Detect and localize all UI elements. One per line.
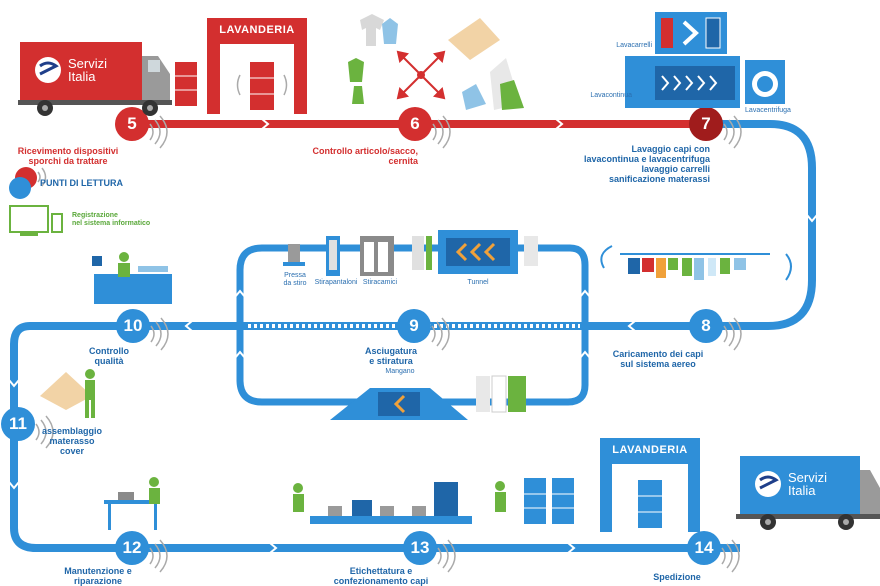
repair-table-icon [104,477,160,530]
step-label-10: Controllo qualità [89,346,129,366]
blue-truck-icon [736,456,880,530]
step-label-11: assemblaggio materasso cover [41,426,103,456]
step-number-10: 10 [123,316,143,335]
mattress-assembly-icon [40,369,95,418]
step-circle-14 [687,531,721,565]
laundry-building-bottom [600,438,700,532]
packaging-line-icon [293,481,506,524]
step-circle-11 [1,407,35,441]
step-circle-10 [116,309,150,343]
step-label-7: Lavaggio capi con lavacontinua e lavacen… [583,144,710,184]
step-circle-8 [689,309,723,343]
mangano-machine-icon [330,375,526,420]
legend-registration-label: Registrazione nel sistema informatico [72,212,151,227]
route-arrows-red [261,118,564,130]
step-circle-7 [689,107,723,141]
step-number-6: 6 [410,114,420,133]
sorting-clothes-icon [348,14,524,110]
laundry-building-top-title: LAVANDERIA [219,24,295,36]
step-label-14: Spedizione [653,572,701,582]
step-circle-5 [115,107,149,141]
step-number-14: 14 [694,538,714,557]
step-label-9: Asciugatura e stiratura [364,346,417,366]
blue-route [10,120,816,552]
rfid-signal-icons [35,115,742,573]
reading-point-legend-icon [9,167,47,199]
step-number-13: 13 [410,538,430,557]
mangano-label: Mangano [385,368,415,375]
lavacentrifuga-machine-icon [745,60,785,104]
step-label-8: Caricamento dei capi sul sistema aereo [612,349,704,369]
computer-icon [9,205,63,236]
blue-truck-brand-line1: Servizi [788,470,828,485]
step-label-5: Ricevimento dispositivi sporchi da tratt… [17,146,119,166]
blue-truck-brand: Servizi Italia [788,471,858,497]
lavacontinua-machine-icon [625,56,740,108]
pressa-label: Pressa da stiro [283,272,307,287]
step-number-12: 12 [122,538,142,557]
red-truck-brand: Servizi Italia [68,57,138,83]
stirapantaloni-label: Stirapantaloni [314,279,358,286]
step-number-7: 7 [701,114,711,133]
drying-loop [236,244,589,406]
quality-control-desk-icon [92,252,172,304]
step-number-11: 11 [9,414,27,433]
lavacarrelli-label: Lavacarrelli [616,42,652,49]
route-arrows-blue [8,214,818,554]
lavacarrelli-machine-icon [655,12,727,54]
legend-reading-points-label: PUNTI DI LETTURA [40,178,123,188]
ironing-machines-icon [283,230,538,276]
red-truck-brand-line1: Servizi [68,56,108,71]
step-label-13: Etichettatura e confezionamento capi [333,566,429,586]
step-circle-13 [403,531,437,565]
step-circle-12 [115,531,149,565]
laundry-building-top [207,18,307,114]
blue-truck-brand-line2: Italia [788,483,816,498]
overhead-conveyor-icon [600,245,792,281]
laundry-building-bottom-title: LAVANDERIA [612,444,688,456]
step-circle-9 [397,309,431,343]
lavacentrifuga-label: Lavacentrifuga [745,107,791,114]
red-truck-icon [18,42,172,116]
step-number-5: 5 [127,114,137,133]
blue-cart-icon [524,478,574,524]
tunnel-label: Tunnel [467,279,489,286]
stiracamici-label: Stiracamici [362,279,398,286]
step-number-9: 9 [409,316,419,335]
step-circle-6 [398,107,432,141]
step-label-12: Manutenzione e riparazione [64,566,132,586]
red-truck-brand-line2: Italia [68,69,96,84]
red-cart-icon [175,62,197,106]
step-number-8: 8 [701,316,711,335]
lavacontinua-label: Lavacontinua [590,92,632,99]
step-label-6: Controllo articolo/sacco, cernita [312,146,418,166]
